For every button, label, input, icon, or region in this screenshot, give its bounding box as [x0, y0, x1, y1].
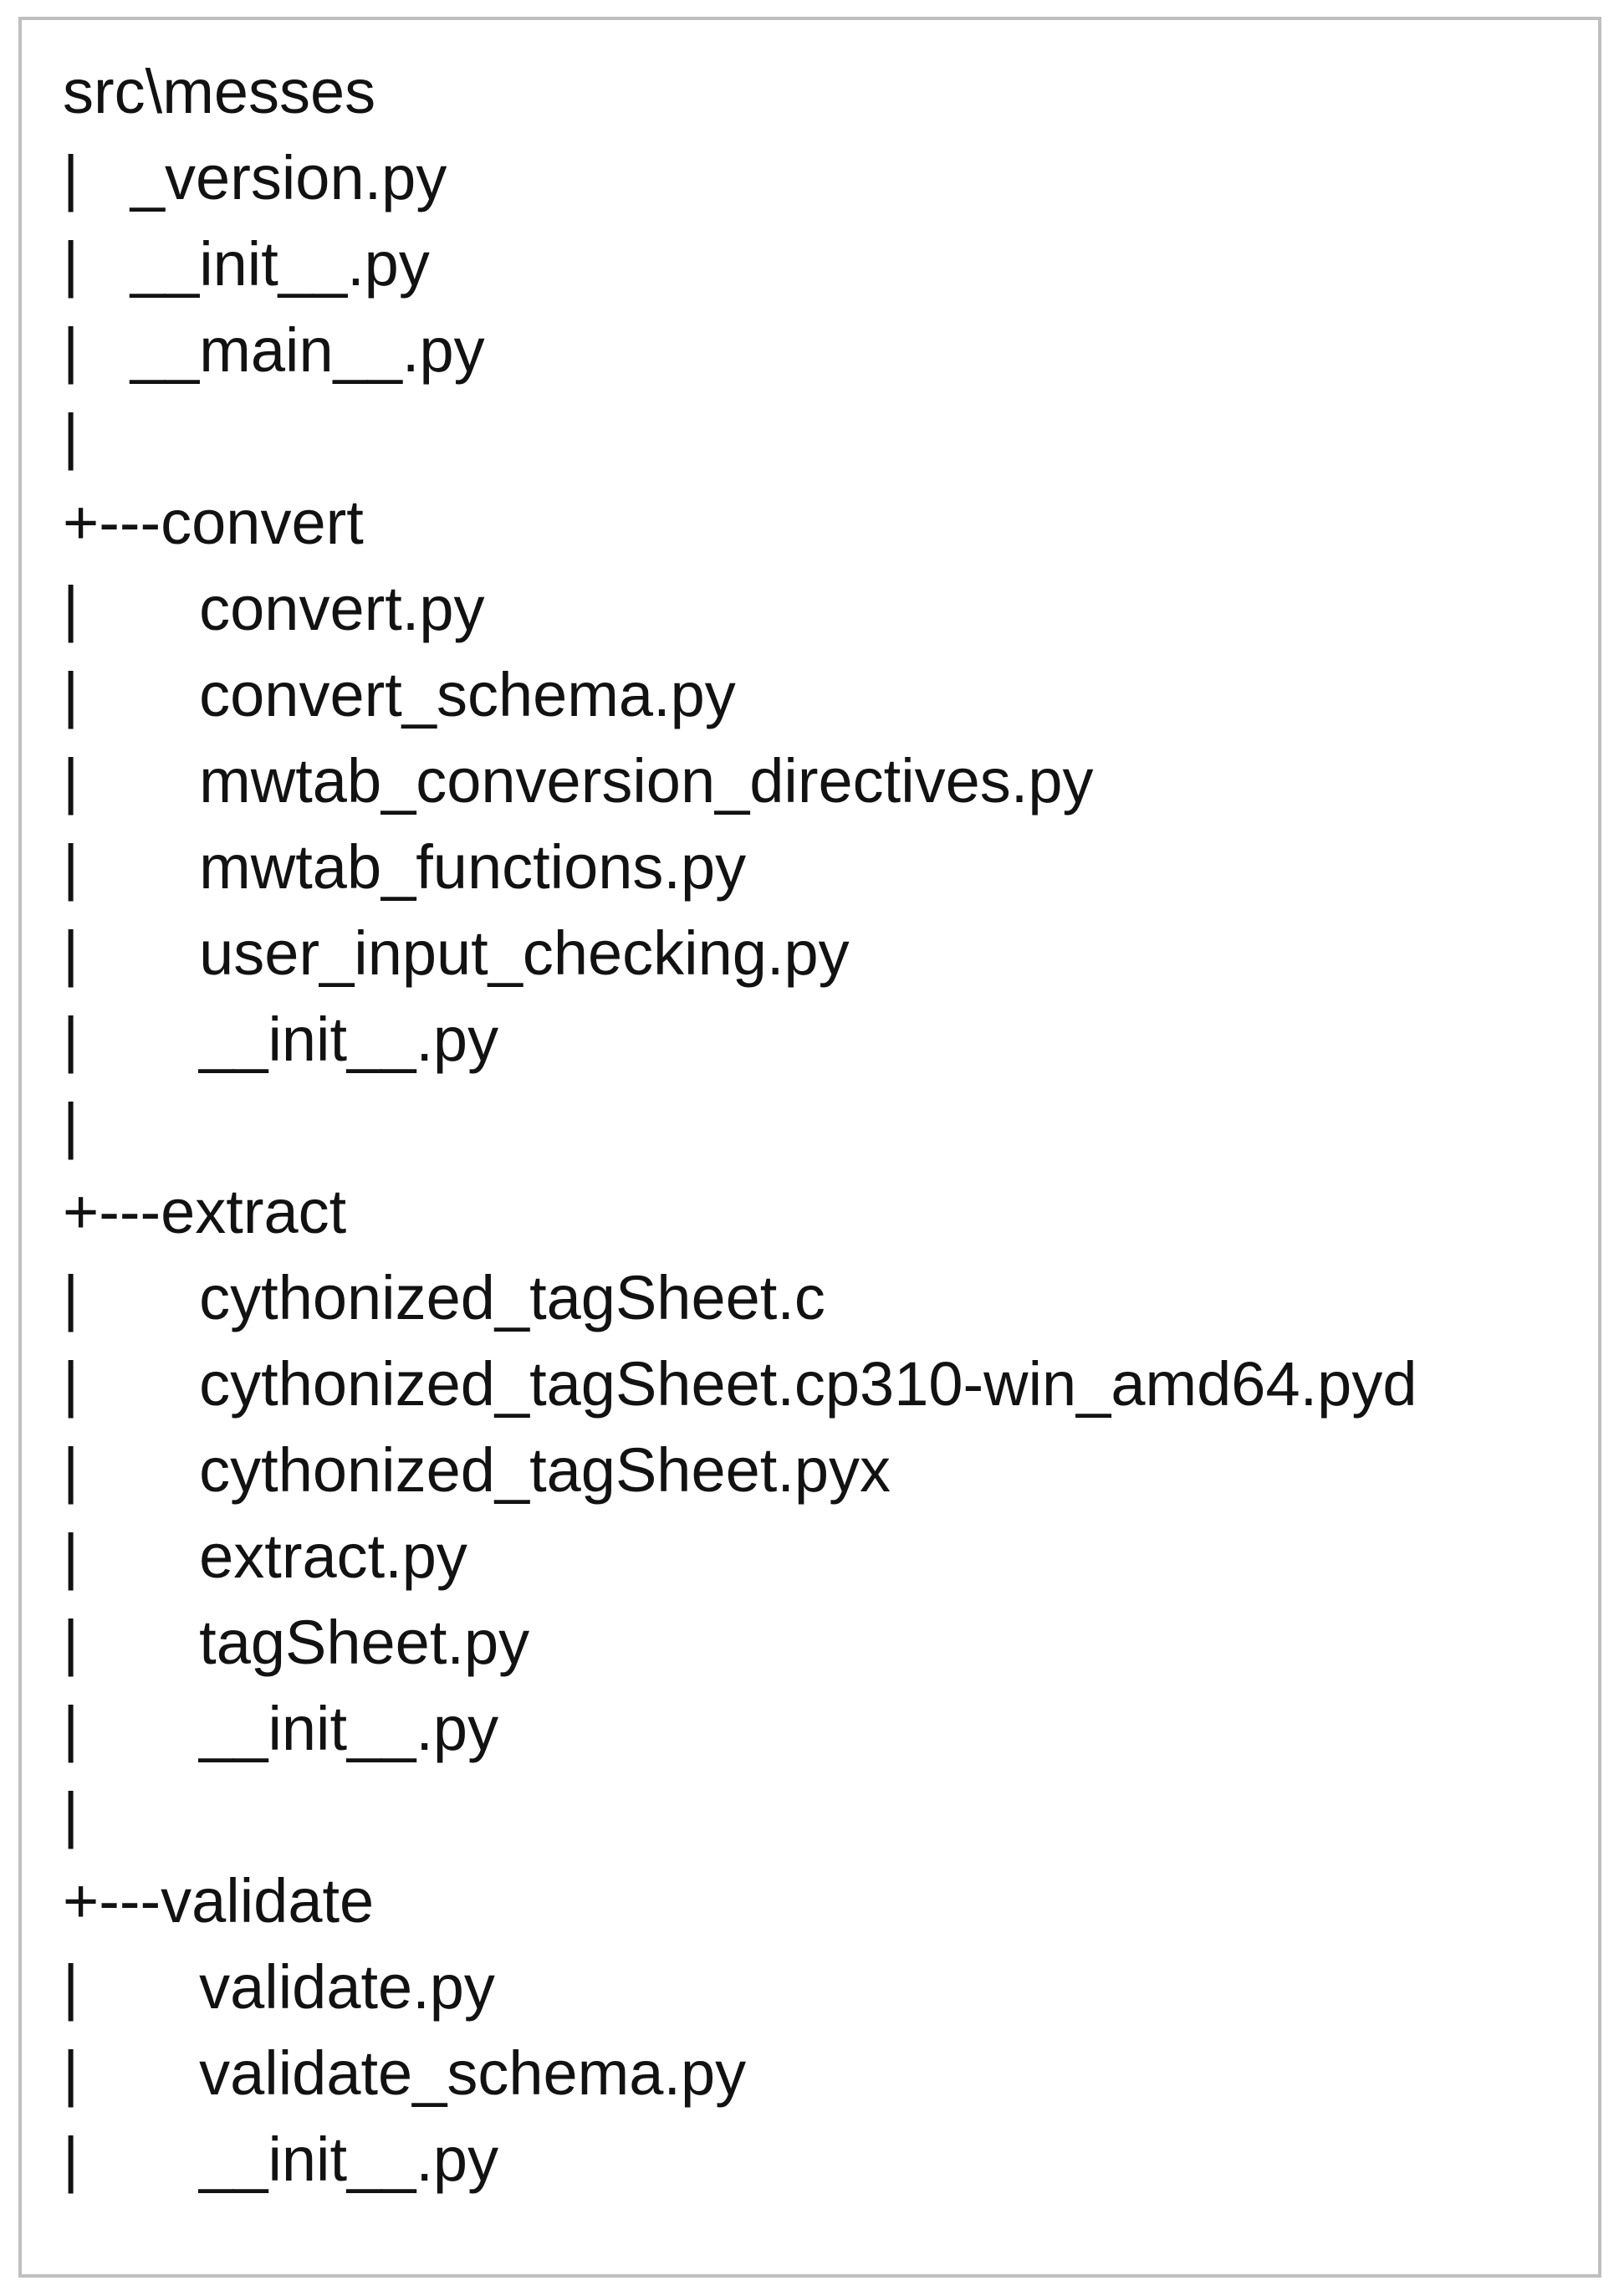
tree-line: | __main__.py: [63, 315, 485, 385]
tree-line: | cythonized_tagSheet.cp310-win_amd64.py…: [63, 1349, 1417, 1419]
tree-line: | __init__.py: [63, 1005, 499, 1074]
tree-line: | convert_schema.py: [63, 660, 736, 729]
tree-line: | cythonized_tagSheet.c: [63, 1263, 825, 1332]
tree-line: | tagSheet.py: [63, 1608, 530, 1677]
directory-tree: src\messes | _version.py | __init__.py | __…: [22, 20, 1598, 2274]
tree-line: | convert.py: [63, 574, 485, 643]
tree-line: | mwtab_functions.py: [63, 832, 747, 902]
tree-line: | __init__.py: [63, 1694, 499, 1763]
tree-line: | __init__.py: [63, 2125, 499, 2194]
tree-line: | cythonized_tagSheet.pyx: [63, 1435, 891, 1505]
tree-line: src\messes: [63, 57, 376, 126]
tree-line: +---convert: [63, 488, 364, 557]
tree-line: | _version.py: [63, 143, 447, 212]
tree-line: | user_input_checking.py: [63, 918, 850, 988]
tree-line: |: [63, 1780, 79, 1849]
tree-line: | validate.py: [63, 1952, 495, 2022]
tree-line: | mwtab_conversion_directives.py: [63, 746, 1094, 816]
tree-line: +---extract: [63, 1177, 347, 1246]
tree-line: | extract.py: [63, 1521, 467, 1591]
document-border: src\messes | _version.py | __init__.py | __…: [18, 17, 1601, 2278]
tree-line: | validate_schema.py: [63, 2038, 747, 2108]
tree-line: |: [63, 401, 79, 471]
tree-line: | __init__.py: [63, 229, 430, 299]
tree-line: +---validate: [63, 1866, 375, 1935]
tree-line: |: [63, 1091, 79, 1160]
